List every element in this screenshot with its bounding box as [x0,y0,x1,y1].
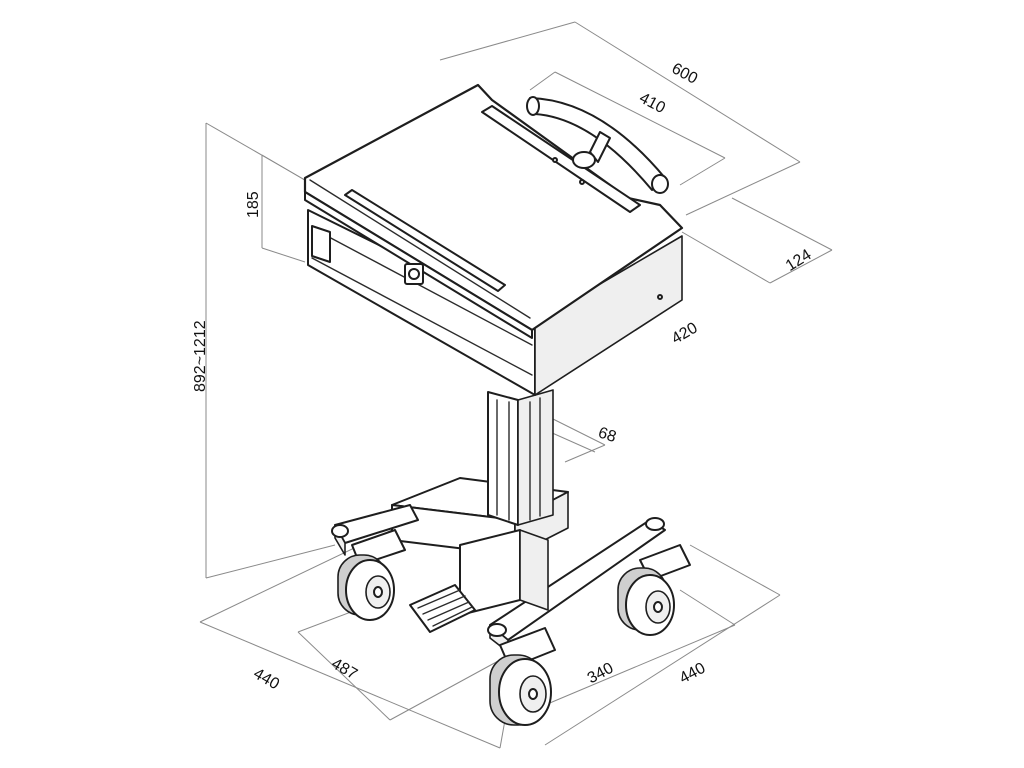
dim-base-left-outer-label: 440 [250,665,282,693]
dim-column-label: 68 [596,424,618,446]
dim-tray-width-label: 420 [669,320,701,348]
dim-handle-width-label: 410 [636,90,668,118]
dimension-lines [199,21,833,749]
height-adjust-pedal [409,584,476,633]
dim-base-right-inner-label: 340 [585,660,617,688]
caster-rear-right [617,544,691,636]
dim-base-right-outer-label: 440 [677,660,709,688]
dim-tray-height-label: 185 [245,191,262,218]
push-handle [526,96,669,194]
lift-column [487,389,554,526]
caster-front [489,627,556,726]
dim-body-height-label: 124 [783,246,815,275]
dim-overall-height-label: 892~1212 [192,320,209,392]
caster-rear-left [337,529,406,621]
work-surface [303,83,684,396]
dim-base-left-inner-label: 487 [328,655,360,683]
